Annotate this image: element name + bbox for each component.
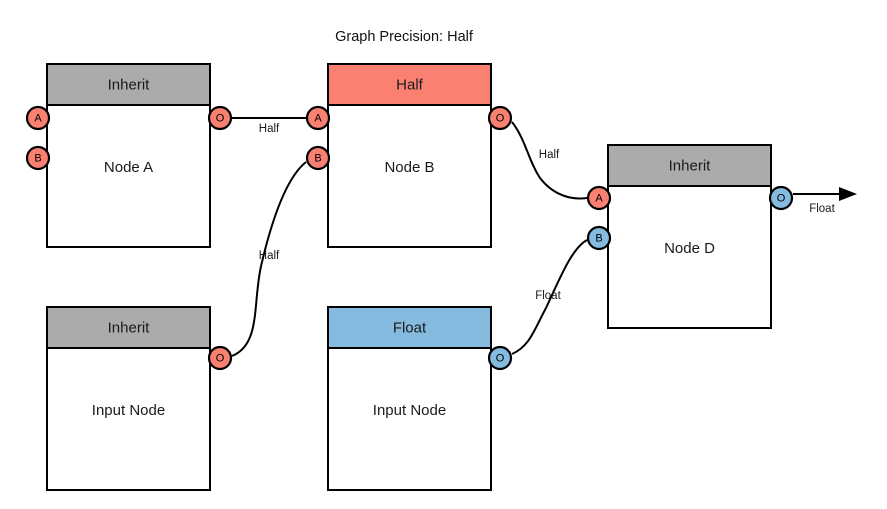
node-header-input-node-left[interactable] bbox=[46, 306, 211, 349]
port-input-b-node-d[interactable]: B bbox=[586, 225, 612, 251]
port-circle[interactable] bbox=[207, 105, 233, 131]
port-circle[interactable] bbox=[487, 345, 513, 371]
port-label: O bbox=[777, 193, 786, 205]
ports-layer: A B O A B O A B O O O bbox=[25, 105, 794, 371]
port-input-a-node-d[interactable]: A bbox=[586, 185, 612, 211]
node-header-label: Inherit bbox=[669, 157, 712, 174]
port-label: O bbox=[496, 113, 505, 125]
node-name-label: Node A bbox=[104, 159, 153, 176]
node-header-label: Float bbox=[393, 319, 427, 336]
port-circle[interactable] bbox=[207, 345, 233, 371]
port-label: O bbox=[216, 113, 225, 125]
port-label: B bbox=[595, 233, 602, 245]
edge-label-edge-a-out-to-b-a: Half bbox=[259, 123, 280, 135]
node-header-label: Inherit bbox=[108, 76, 151, 93]
node-header-label: Half bbox=[396, 76, 424, 93]
node-header-node-b[interactable] bbox=[327, 63, 492, 106]
node-name-label: Input Node bbox=[373, 402, 446, 419]
port-label: A bbox=[595, 193, 603, 205]
port-output-o-input-node-left[interactable]: O bbox=[207, 345, 233, 371]
port-circle[interactable] bbox=[25, 145, 51, 171]
edge-label-edge-b-out-to-d-a: Half bbox=[539, 149, 560, 161]
port-output-o-node-d[interactable]: O bbox=[768, 185, 794, 211]
port-label: A bbox=[34, 113, 42, 125]
port-label: B bbox=[34, 153, 41, 165]
port-circle[interactable] bbox=[487, 105, 513, 131]
edge-label-edge-inputmid-out-to-d-b: Float bbox=[535, 290, 561, 302]
node-name-label: Input Node bbox=[92, 402, 165, 419]
port-output-o-input-node-mid[interactable]: O bbox=[487, 345, 513, 371]
port-circle[interactable] bbox=[25, 105, 51, 131]
port-label: O bbox=[496, 353, 505, 365]
edge-edge-inputleft-out-to-b-b[interactable] bbox=[231, 161, 307, 357]
node-name-label: Node B bbox=[384, 159, 434, 176]
port-circle[interactable] bbox=[586, 185, 612, 211]
node-header-node-d[interactable] bbox=[607, 144, 772, 187]
port-output-o-node-a[interactable]: O bbox=[207, 105, 233, 131]
edge-edge-b-out-to-d-a[interactable] bbox=[511, 121, 588, 200]
port-label: B bbox=[314, 153, 321, 165]
node-header-input-node-mid[interactable] bbox=[327, 306, 492, 349]
port-input-b-node-b[interactable]: B bbox=[305, 145, 331, 171]
port-input-a-node-a[interactable]: A bbox=[25, 105, 51, 131]
node-header-label: Inherit bbox=[108, 319, 151, 336]
edges-layer bbox=[231, 117, 857, 357]
port-input-a-node-b[interactable]: A bbox=[305, 105, 331, 131]
port-input-b-node-a[interactable]: B bbox=[25, 145, 51, 171]
port-output-o-node-b[interactable]: O bbox=[487, 105, 513, 131]
port-label: O bbox=[216, 353, 225, 365]
port-circle[interactable] bbox=[768, 185, 794, 211]
port-label: A bbox=[314, 113, 322, 125]
node-header-node-a[interactable] bbox=[46, 63, 211, 106]
edge-label-edge-d-output-arrow: Float bbox=[809, 203, 835, 215]
port-circle[interactable] bbox=[586, 225, 612, 251]
edge-edge-inputmid-out-to-d-b[interactable] bbox=[511, 239, 588, 355]
node-name-label: Node D bbox=[664, 240, 715, 257]
port-circle[interactable] bbox=[305, 145, 331, 171]
port-circle[interactable] bbox=[305, 105, 331, 131]
edge-label-edge-inputleft-out-to-b-b: Half bbox=[259, 250, 280, 262]
page-title: Graph Precision: Half bbox=[335, 29, 474, 45]
